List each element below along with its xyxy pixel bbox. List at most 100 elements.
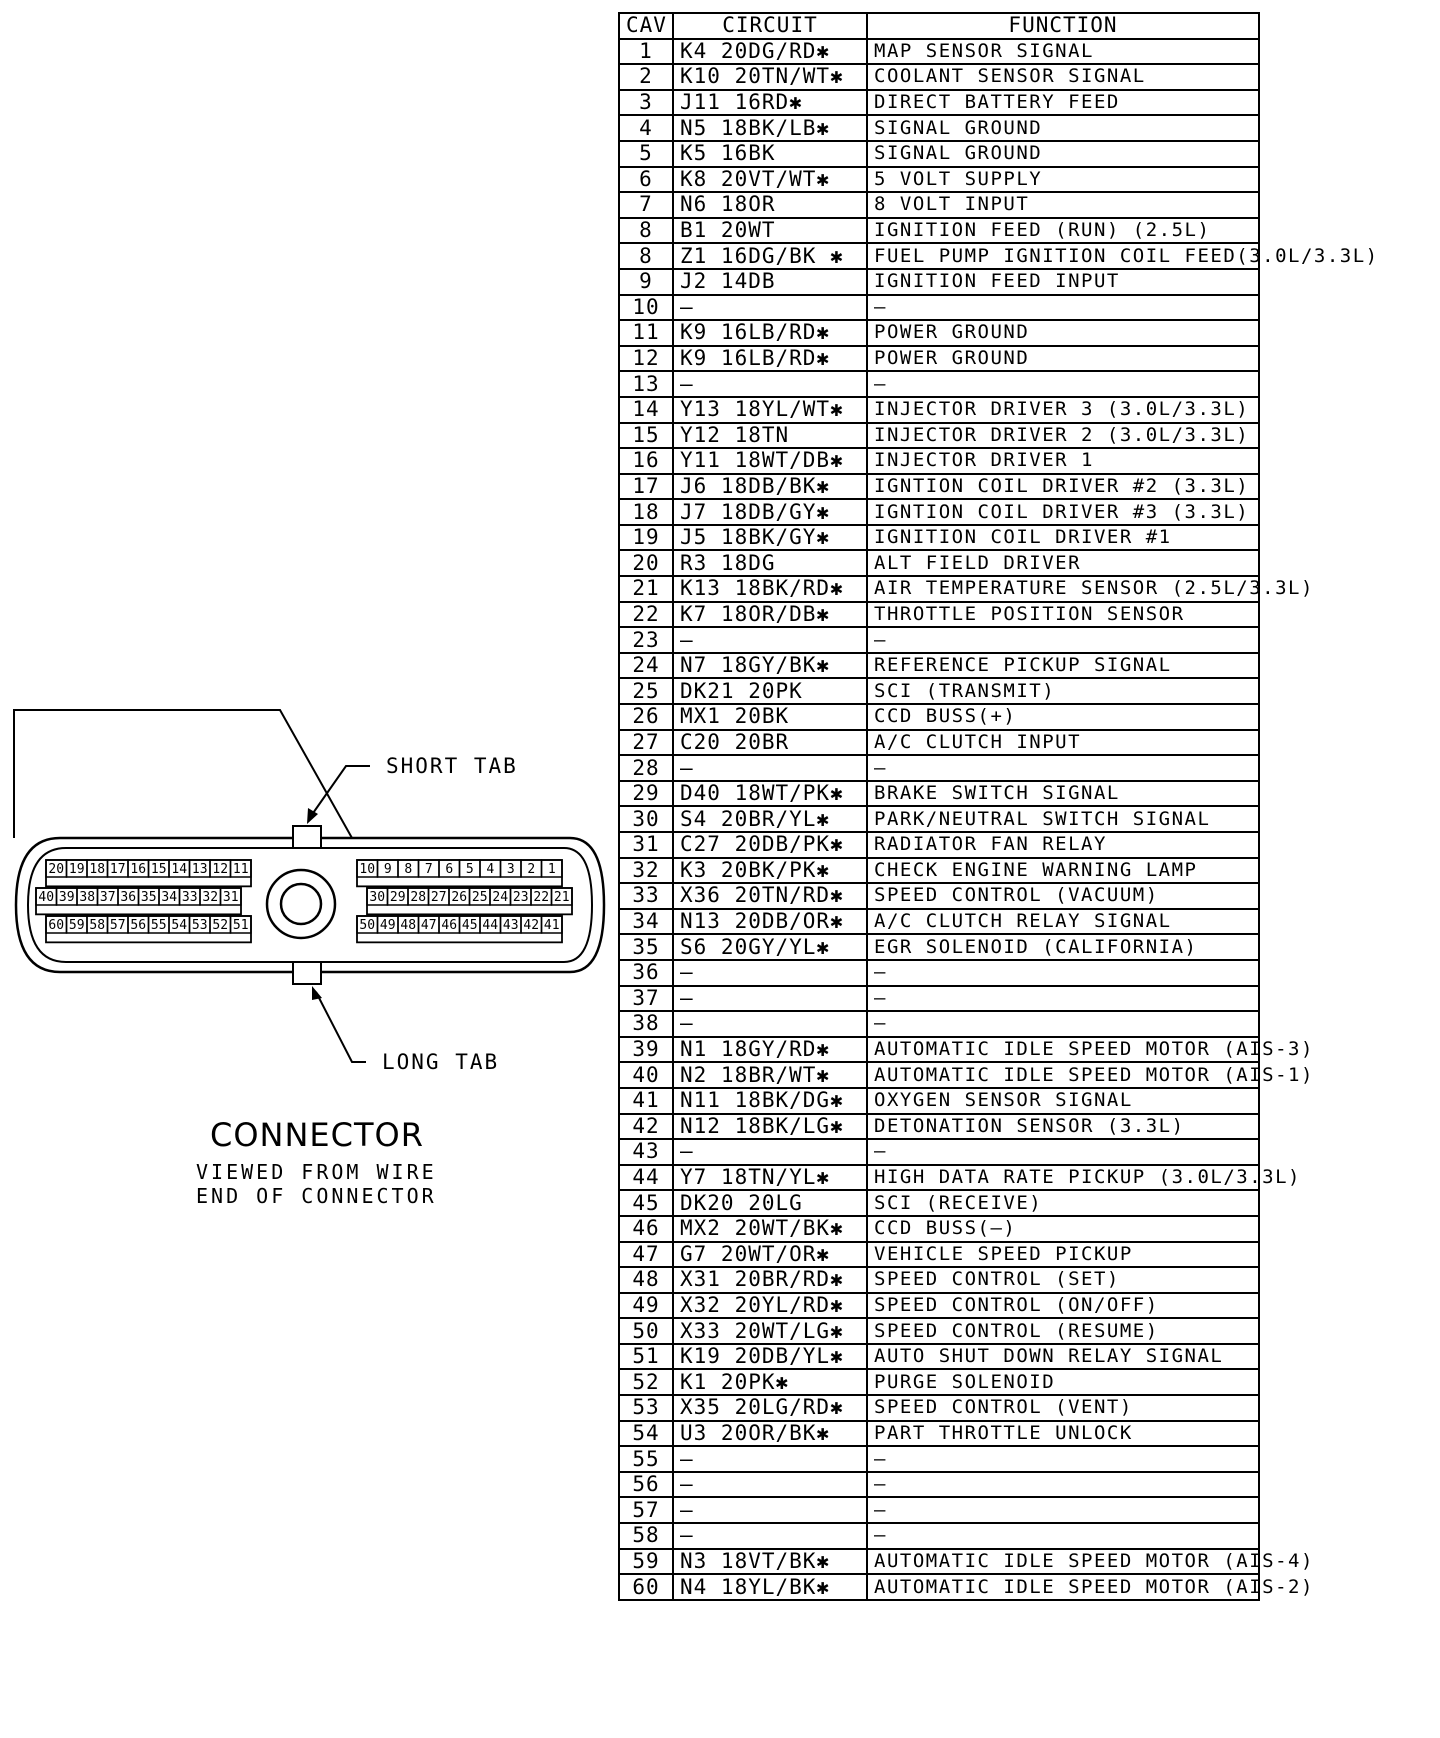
- pin-number: 55: [151, 918, 167, 933]
- short-tab-arrowhead: [307, 808, 318, 824]
- cell-function: AUTOMATIC IDLE SPEED MOTOR (AIS-1): [866, 1061, 1312, 1089]
- pin-number: 20: [48, 862, 64, 877]
- cell-circuit: J11 16RD✱: [672, 88, 868, 117]
- cell-circuit: R3 18DG: [672, 549, 868, 578]
- cell-cav: 55: [618, 1445, 674, 1473]
- cell-circuit: N1 18GY/RD✱: [672, 1035, 868, 1064]
- cell-cav: 49: [618, 1291, 674, 1320]
- long-tab-arrow: [315, 991, 366, 1063]
- cell-function: —: [866, 958, 1260, 987]
- pin-number: 25: [472, 890, 488, 905]
- pin-number: 54: [171, 918, 187, 933]
- cell-function: IGNITION FEED (RUN) (2.5L): [866, 216, 1260, 245]
- pin-number: 58: [89, 918, 105, 933]
- pin-number: 9: [384, 862, 392, 877]
- pin-number: 39: [59, 890, 75, 905]
- cell-cav: 29: [618, 779, 674, 808]
- cell-function: AIR TEMPERATURE SENSOR (2.5L/3.3L): [866, 575, 1312, 603]
- cell-function: THROTTLE POSITION SENSOR: [866, 600, 1260, 629]
- pin-number: 36: [120, 890, 136, 905]
- cell-function: INJECTOR DRIVER 3 (3.0L/3.3L): [866, 395, 1260, 424]
- cell-circuit: X32 20YL/RD✱: [672, 1291, 868, 1320]
- connector-inner-shell: [26, 847, 594, 963]
- pin-cell: [540, 915, 563, 934]
- cell-cav: 46: [618, 1214, 674, 1243]
- pin-number: 33: [182, 890, 198, 905]
- cell-function: SPEED CONTROL (VACUUM): [866, 882, 1260, 910]
- cell-cav: 26: [618, 703, 674, 731]
- cell-function: SCI (TRANSMIT): [866, 677, 1260, 706]
- cell-circuit: N2 18BR/WT✱: [672, 1061, 868, 1089]
- pin-cell: [229, 915, 252, 934]
- cell-circuit: N12 18BK/LG✱: [672, 1112, 868, 1141]
- pin-number: 48: [400, 918, 416, 933]
- cell-function: SPEED CONTROL (SET): [866, 1266, 1260, 1294]
- cell-circuit: K1 20PK✱: [672, 1368, 868, 1397]
- cell-circuit: X33 20WT/LG✱: [672, 1317, 868, 1345]
- cell-cav: 36: [618, 958, 674, 987]
- cell-cav: 35: [618, 933, 674, 961]
- cell-cav: 30: [618, 805, 674, 833]
- cell-circuit: N5 18BK/LB✱: [672, 114, 868, 142]
- cell-cav: 41: [618, 1086, 674, 1115]
- pin-number: 28: [410, 890, 426, 905]
- pin-number: 23: [513, 890, 529, 905]
- table-row: 55——: [618, 1445, 1260, 1473]
- cell-circuit: K13 18BK/RD✱: [672, 575, 868, 603]
- cell-function: PURGE SOLENOID: [866, 1368, 1260, 1397]
- cell-circuit: K7 18OR/DB✱: [672, 600, 868, 629]
- connector-leader-line: [13, 709, 353, 839]
- cell-cav: 12: [618, 344, 674, 373]
- cell-circuit: D40 18WT/PK✱: [672, 779, 868, 808]
- pin-number: 34: [161, 890, 177, 905]
- pin-number: 17: [110, 862, 126, 877]
- cell-function: A/C CLUTCH INPUT: [866, 728, 1260, 757]
- pin-number: 5: [466, 862, 474, 877]
- pin-number: 44: [482, 918, 498, 933]
- cell-function: —: [866, 626, 1260, 654]
- pin-number: 4: [486, 862, 494, 877]
- connector-subcaption-1: VIEWED FROM WIRE: [196, 1160, 437, 1184]
- cell-cav: 1: [618, 37, 674, 66]
- cell-function: EGR SOLENOID (CALIFORNIA): [866, 933, 1260, 961]
- cell-circuit: N11 18BK/DG✱: [672, 1086, 868, 1115]
- cell-function: IGNTION COIL DRIVER #2 (3.3L): [866, 472, 1260, 501]
- short-tab: [292, 825, 322, 849]
- cell-cav: 31: [618, 831, 674, 859]
- cell-cav: 17: [618, 472, 674, 501]
- table-header-row: CAV CIRCUIT FUNCTION: [618, 12, 1260, 40]
- cell-function: AUTOMATIC IDLE SPEED MOTOR (AIS-2): [866, 1573, 1312, 1601]
- cell-circuit: J2 14DB: [672, 267, 868, 296]
- table-row: 13——: [618, 370, 1260, 398]
- cell-cav: 14: [618, 395, 674, 424]
- pin-number: 10: [359, 862, 375, 877]
- cell-function: —: [866, 1522, 1260, 1550]
- cell-circuit: K9 16LB/RD✱: [672, 344, 868, 373]
- cell-circuit: K5 16BK: [672, 139, 868, 168]
- cell-circuit: Y13 18YL/WT✱: [672, 395, 868, 424]
- cell-circuit: K8 20VT/WT✱: [672, 165, 868, 194]
- cell-cav: 51: [618, 1342, 674, 1371]
- cell-circuit: B1 20WT: [672, 216, 868, 245]
- cell-circuit: —: [672, 293, 868, 322]
- center-bolt-inner: [279, 882, 323, 926]
